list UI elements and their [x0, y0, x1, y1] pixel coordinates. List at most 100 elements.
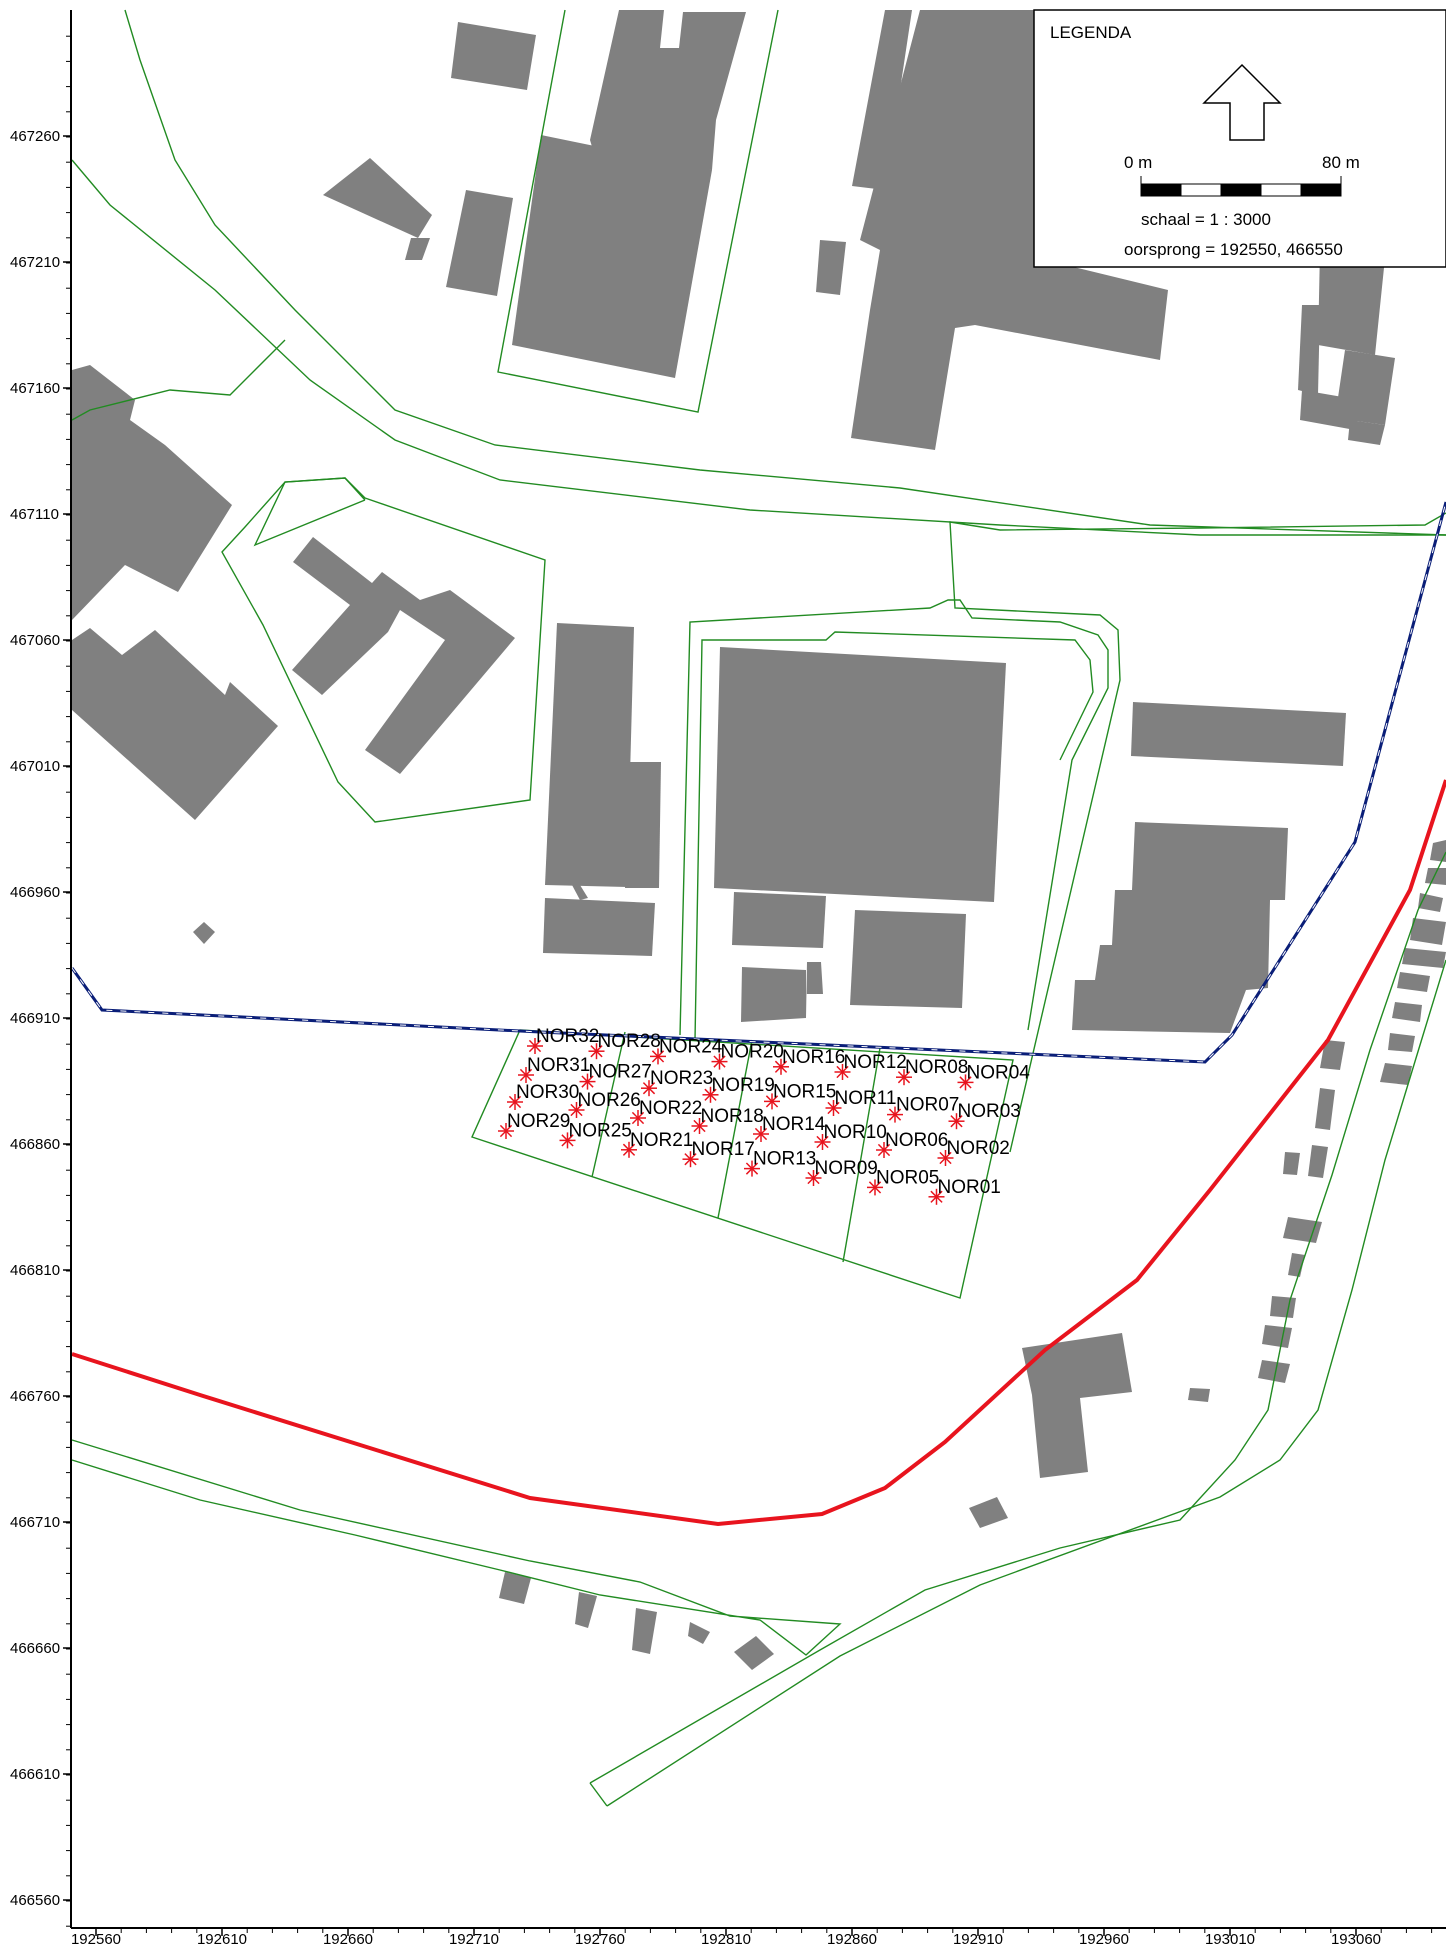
building: [714, 647, 1006, 902]
measurement-point[interactable]: NOR16: [773, 1047, 845, 1075]
building: [193, 922, 215, 944]
building: [545, 623, 634, 887]
measurement-point[interactable]: NOR23: [641, 1068, 713, 1097]
asterisk-marker-icon: [959, 1076, 972, 1089]
measurement-point[interactable]: NOR32: [527, 1026, 599, 1054]
measurement-point[interactable]: NOR12: [834, 1052, 907, 1080]
y-tick-label: 467110: [10, 506, 59, 523]
measurement-point[interactable]: NOR25: [559, 1120, 632, 1149]
measurement-points-layer: NOR32NOR28NOR24NOR20NOR16NOR12NOR08NOR04…: [498, 1026, 1030, 1205]
measurement-point[interactable]: NOR31: [518, 1055, 590, 1083]
contour-line: [71, 339, 286, 421]
point-label: NOR20: [721, 1042, 784, 1063]
building: [734, 1636, 774, 1670]
measurement-point[interactable]: NOR17: [682, 1139, 755, 1168]
plot-divider: [842, 1047, 881, 1263]
origin-text: oorsprong = 192550, 466550: [1124, 240, 1343, 259]
measurement-point[interactable]: NOR24: [650, 1036, 723, 1065]
point-label: NOR16: [782, 1047, 845, 1068]
building: [72, 628, 278, 820]
x-tick-label: 192860: [827, 1931, 877, 1947]
x-tick-label: 192810: [701, 1931, 751, 1947]
y-tick-label: 466560: [10, 1892, 60, 1909]
point-label: NOR06: [885, 1130, 948, 1151]
building: [292, 537, 515, 774]
building: [1380, 1063, 1412, 1085]
measurement-point[interactable]: NOR21: [621, 1130, 693, 1158]
measurement-point[interactable]: NOR29: [498, 1111, 570, 1139]
point-label: NOR32: [536, 1026, 599, 1047]
measurement-point[interactable]: NOR11: [825, 1088, 897, 1116]
x-tick-label: 192760: [575, 1931, 625, 1947]
x-tick-label: 193060: [1331, 1931, 1381, 1947]
point-label: NOR19: [712, 1075, 775, 1096]
building: [572, 885, 588, 900]
scale-end-label: 80 m: [1322, 153, 1360, 172]
building: [1308, 1145, 1328, 1178]
building: [1283, 1152, 1300, 1175]
building: [1258, 1360, 1290, 1383]
point-label: NOR21: [630, 1130, 693, 1151]
building: [1320, 1040, 1345, 1070]
y-tick-label: 467160: [10, 380, 60, 397]
x-tick-label: 192610: [197, 1931, 247, 1947]
measurement-point[interactable]: NOR26: [568, 1090, 641, 1118]
measurement-point[interactable]: NOR06: [876, 1130, 948, 1158]
measurement-point[interactable]: NOR15: [764, 1081, 836, 1110]
x-tick-label: 192710: [449, 1931, 499, 1947]
asterisk-marker-icon: [519, 1068, 533, 1082]
measurement-point[interactable]: NOR01: [928, 1177, 1001, 1205]
measurement-point[interactable]: NOR10: [814, 1122, 887, 1150]
measurement-point[interactable]: NOR18: [691, 1106, 764, 1134]
scale-seg: [1180, 183, 1222, 197]
scale-bar: [1140, 176, 1342, 197]
buildings-layer: [72, 10, 1446, 1670]
measurement-point[interactable]: NOR05: [867, 1167, 939, 1196]
asterisk-marker-icon: [765, 1095, 779, 1108]
measurement-point[interactable]: NOR19: [702, 1075, 775, 1103]
measurement-point[interactable]: NOR20: [711, 1042, 784, 1070]
building: [1402, 948, 1446, 968]
point-label: NOR15: [773, 1081, 836, 1102]
measurement-point[interactable]: NOR14: [753, 1114, 826, 1142]
asterisk-marker-icon: [704, 1088, 717, 1101]
measurement-point[interactable]: NOR04: [957, 1062, 1031, 1091]
measurement-point[interactable]: NOR02: [937, 1138, 1010, 1166]
measurement-point[interactable]: NOR30: [507, 1082, 579, 1110]
point-label: NOR03: [958, 1101, 1021, 1122]
building: [543, 898, 655, 956]
building: [632, 1608, 657, 1654]
measurement-point[interactable]: NOR27: [579, 1062, 652, 1090]
point-label: NOR28: [598, 1031, 661, 1052]
asterisk-marker-icon: [807, 1171, 820, 1185]
contour-line: [606, 959, 1446, 1807]
asterisk-marker-icon: [651, 1050, 665, 1063]
y-tick-label: 467060: [10, 632, 60, 649]
contour-line: [694, 631, 1094, 1041]
measurement-point[interactable]: NOR22: [630, 1098, 702, 1126]
y-tick-label: 467010: [10, 758, 60, 775]
point-label: NOR17: [692, 1139, 755, 1160]
point-label: NOR23: [650, 1068, 713, 1089]
measurement-point[interactable]: NOR07: [887, 1095, 959, 1123]
asterisk-marker-icon: [939, 1151, 952, 1165]
measurement-point[interactable]: NOR03: [948, 1101, 1021, 1130]
point-label: NOR07: [896, 1095, 959, 1116]
scale-seg: [1260, 183, 1302, 197]
measurement-point[interactable]: NOR09: [805, 1158, 878, 1186]
asterisk-marker-icon: [684, 1153, 697, 1166]
measurement-point[interactable]: NOR13: [744, 1149, 816, 1177]
x-tick-label: 193010: [1205, 1931, 1255, 1947]
measurement-point[interactable]: NOR08: [896, 1057, 968, 1086]
contour-line: [589, 851, 1446, 1784]
contour-line: [124, 9, 1446, 536]
contour-line: [253, 477, 366, 547]
measurement-point[interactable]: NOR28: [588, 1031, 661, 1060]
asterisk-marker-icon: [774, 1060, 788, 1073]
contour-line: [497, 9, 779, 413]
survey-plot: [471, 1029, 1014, 1299]
asterisk-marker-icon: [816, 1135, 829, 1149]
building: [1288, 1253, 1305, 1277]
y-tick-label: 466910: [10, 1010, 60, 1027]
y-tick-label: 466760: [10, 1388, 60, 1405]
